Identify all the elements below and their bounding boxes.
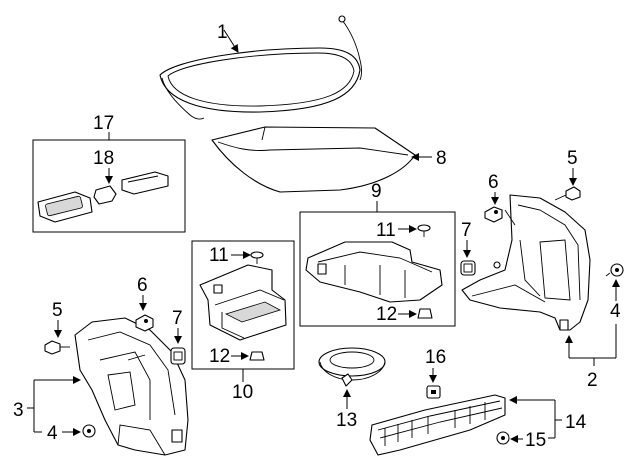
callout-15: 15 [525, 430, 546, 451]
screw-5-right [554, 186, 581, 201]
cover-part-17 [37, 191, 93, 223]
callout-2: 2 [587, 370, 598, 391]
clip-part-18 [93, 185, 117, 205]
clip-6-left [135, 314, 154, 332]
rear-sill-plate [369, 394, 506, 456]
leader-1 [223, 29, 239, 53]
callout-5-left: 5 [52, 300, 63, 321]
side-trim-right [461, 194, 591, 331]
callout-16: 16 [425, 347, 446, 368]
callout-18: 18 [93, 148, 114, 169]
callout-7-right: 7 [461, 220, 472, 241]
callout-8: 8 [436, 148, 447, 169]
callout-11-right: 11 [376, 220, 396, 241]
clip-11-right [417, 224, 431, 237]
callout-9: 9 [371, 181, 382, 202]
clip-11-left [250, 251, 264, 264]
clip-4-left [82, 424, 96, 438]
package-tray-trim [159, 15, 362, 120]
callout-17: 17 [93, 113, 114, 134]
callout-5-right: 5 [567, 148, 578, 169]
callout-14: 14 [565, 412, 587, 433]
clip-4-right [605, 263, 624, 277]
storage-tray-left [199, 264, 287, 341]
callout-6-left: 6 [137, 275, 148, 296]
callout-12-left: 12 [209, 346, 230, 367]
callout-7-left: 7 [172, 308, 183, 329]
trunk-mat [211, 126, 416, 193]
clip-16 [426, 385, 441, 399]
callout-4-left: 4 [47, 423, 58, 444]
bracket-7-left [170, 347, 186, 365]
callout-10: 10 [232, 382, 253, 403]
callout-1: 1 [217, 22, 228, 43]
clip-15 [496, 431, 510, 445]
side-trim-left [74, 317, 189, 456]
screw-5-left [44, 340, 70, 355]
clip-12-right [417, 308, 433, 319]
callout-13: 13 [336, 410, 357, 431]
callout-4-right: 4 [610, 301, 621, 322]
callout-11-left: 11 [209, 245, 229, 266]
callout-6-right: 6 [488, 172, 499, 193]
storage-tray-right [305, 241, 443, 303]
clip-6-right [484, 206, 503, 223]
cover-end-part-17 [121, 171, 169, 195]
bracket-7-right [460, 260, 476, 276]
clip-12-left [249, 351, 265, 361]
callout-12-right: 12 [376, 304, 397, 325]
spare-tire-holder [318, 347, 386, 387]
callout-3: 3 [13, 400, 24, 421]
